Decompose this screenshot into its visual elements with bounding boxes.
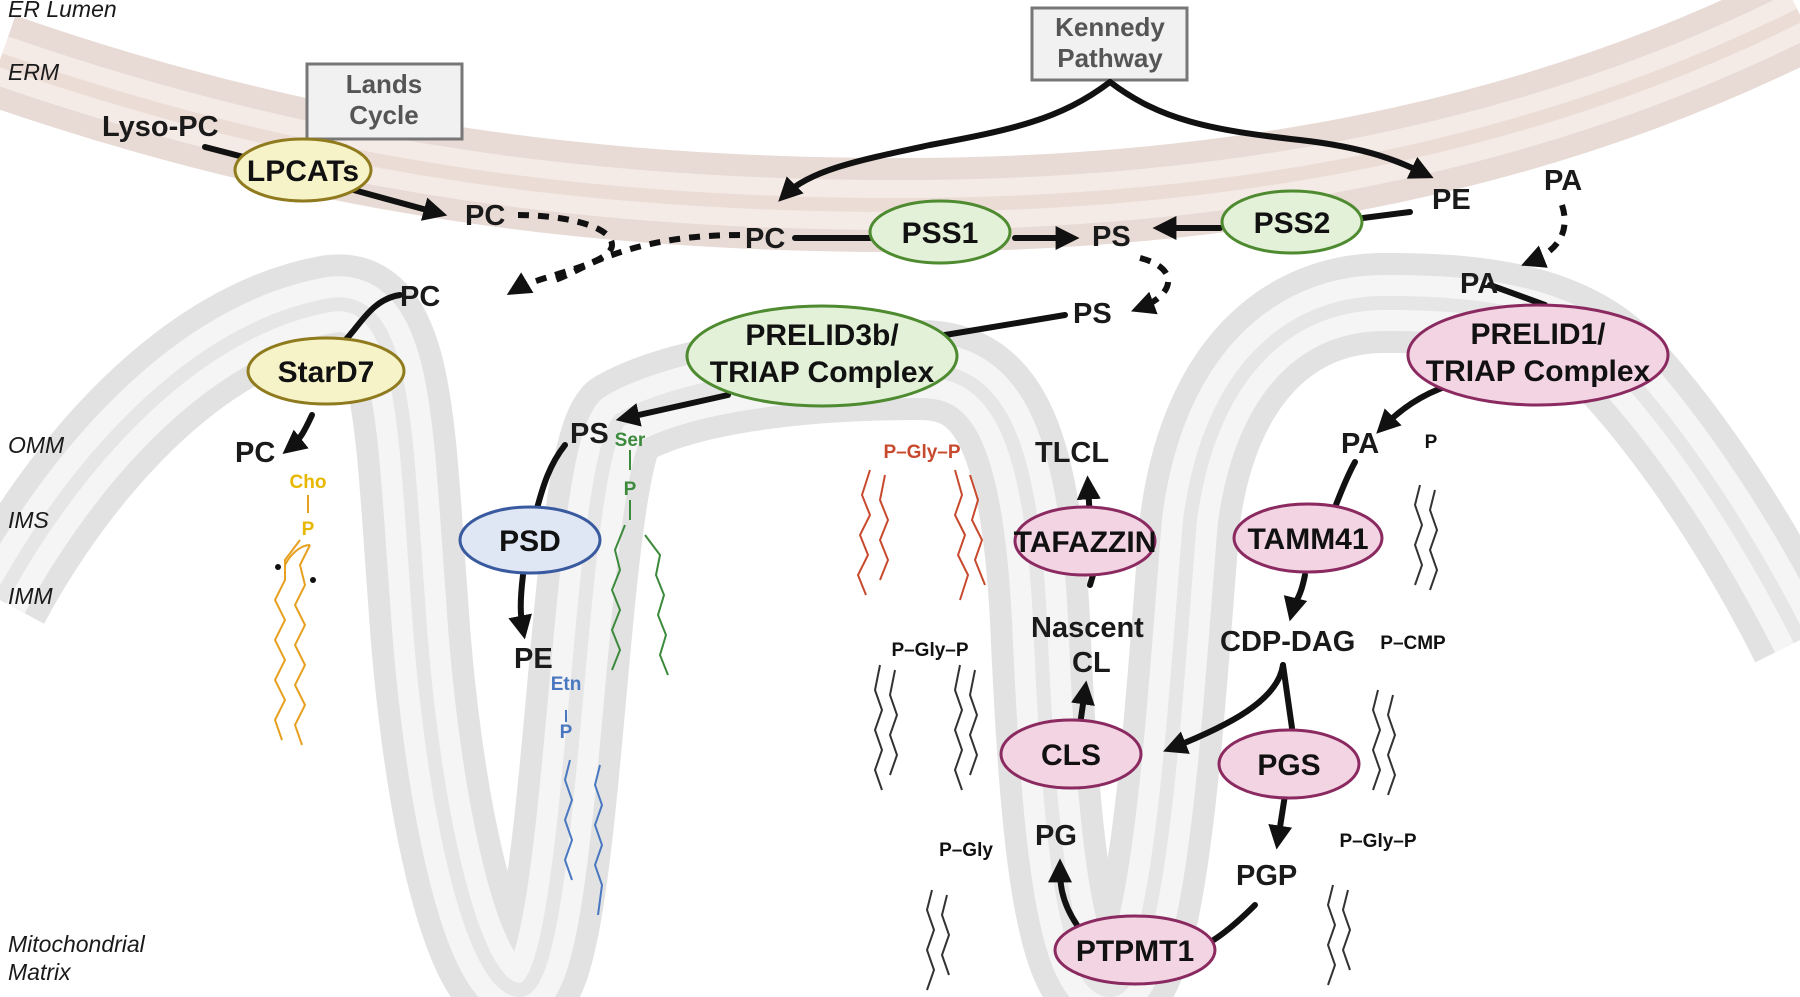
head-ser: Ser (615, 430, 646, 451)
lpcats: LPCATs (233, 137, 373, 203)
pe-lipid-structure (563, 710, 604, 916)
prelid1-triap-complex: PRELID1/ TRIAP Complex (1406, 303, 1670, 407)
pss2: PSS2 (1220, 189, 1364, 255)
tamm41: TAMM41 (1232, 502, 1384, 574)
nascent-cl-1: Nascent (1031, 612, 1144, 644)
head-p-gly-p: P–Gly–P (1339, 831, 1416, 852)
pc-ims: PC (235, 437, 275, 469)
pc-lipid-structure (273, 495, 316, 746)
pc-er-1: PC (465, 200, 505, 232)
ptpmt1-label: PTPMT1 (1076, 935, 1194, 968)
label-erm: ERM (8, 59, 60, 85)
lpcats-label: LPCATs (247, 155, 359, 188)
pgs: PGS (1217, 728, 1361, 800)
pc-omm: PC (400, 281, 440, 313)
ps-er: PS (1092, 221, 1131, 253)
head-p-gly: P–Gly (939, 840, 993, 861)
pe-er: PE (1432, 184, 1471, 216)
prelid1-label-2: TRIAP Complex (1426, 355, 1651, 388)
head-p-pc: P (302, 519, 315, 540)
cdp-dag: CDP-DAG (1220, 626, 1355, 658)
cls: CLS (999, 718, 1143, 790)
label-er-lumen: ER Lumen (8, 0, 117, 22)
nascent-cl-2: CL (1072, 647, 1111, 679)
label-omm: OMM (8, 432, 65, 458)
cl-lipid-structure-black (873, 664, 979, 791)
lands-cycle-line-2: Cycle (349, 100, 418, 130)
pss1-label: PSS1 (902, 217, 979, 250)
pa-er: PA (1544, 165, 1582, 197)
head-groups: Cho P Ser P Etn P P–Gly–P P–Gly–P P P–CM… (290, 430, 1447, 861)
pa-lipid-structure (1413, 484, 1439, 591)
pg-lipid-structure (925, 889, 951, 991)
lands-cycle-line-1: Lands (346, 69, 423, 99)
tafazzin-label: TAFAZZIN (1014, 526, 1157, 559)
stard7: StarD7 (246, 336, 406, 406)
pa-ims: PA (1341, 428, 1379, 460)
head-cl-red: P–Gly–P (883, 442, 960, 463)
head-cl-black: P–Gly–P (891, 640, 968, 661)
pe-ims: PE (514, 643, 553, 675)
label-imm: IMM (8, 583, 54, 609)
label-matrix-2: Matrix (8, 959, 72, 985)
tamm41-label: TAMM41 (1247, 523, 1368, 556)
ptpmt1: PTPMT1 (1053, 914, 1217, 986)
prelid3b-label-2: TRIAP Complex (710, 356, 935, 389)
kennedy-pathway-box: Kennedy Pathway (1030, 6, 1189, 82)
tlcl: TLCL (1035, 437, 1109, 469)
pgs-label: PGS (1257, 749, 1320, 782)
head-p-pa: P (1425, 432, 1438, 453)
cdp-dag-lipid-structure (1371, 689, 1397, 796)
ps-lipid-structure (610, 450, 669, 676)
pss1: PSS1 (868, 199, 1012, 265)
psd: PSD (458, 505, 602, 575)
stard7-label: StarD7 (278, 356, 375, 389)
pgp: PGP (1236, 860, 1297, 892)
head-cho: Cho (290, 472, 327, 493)
head-p-ps: P (624, 479, 637, 500)
tafazzin: TAFAZZIN (1013, 505, 1157, 577)
prelid3b-triap-complex: PRELID3b/ TRIAP Complex (685, 304, 959, 408)
label-ims: IMS (8, 507, 50, 533)
metabolites: Lyso-PC PC PC PC PC PS PS PS PE PE PA PA… (102, 111, 1582, 892)
kennedy-line-1: Kennedy (1055, 12, 1165, 42)
cls-label: CLS (1041, 739, 1101, 772)
pg: PG (1035, 820, 1077, 852)
cl-lipid-structure-red (856, 469, 986, 601)
head-p-cmp: P–CMP (1380, 633, 1446, 654)
ps-ims: PS (570, 418, 609, 450)
pgp-lipid-structure (1326, 884, 1352, 986)
compartment-labels: ER Lumen ERM OMM IMS IMM Mitochondrial M… (8, 0, 146, 985)
psd-label: PSD (499, 525, 561, 558)
pa-omm: PA (1460, 268, 1498, 300)
kennedy-line-2: Pathway (1057, 43, 1163, 73)
label-matrix-1: Mitochondrial (8, 931, 146, 957)
prelid1-label-1: PRELID1/ (1470, 318, 1606, 351)
lands-cycle-box: Lands Cycle (305, 62, 464, 141)
lyso-pc: Lyso-PC (102, 111, 219, 143)
head-etn: Etn (551, 674, 582, 695)
prelid3b-label-1: PRELID3b/ (745, 319, 899, 352)
ps-omm: PS (1073, 298, 1112, 330)
pc-er-2: PC (745, 223, 785, 255)
pss2-label: PSS2 (1254, 207, 1331, 240)
head-p-pe: P (560, 722, 573, 743)
mitochondrial-membrane (0, 252, 1800, 997)
